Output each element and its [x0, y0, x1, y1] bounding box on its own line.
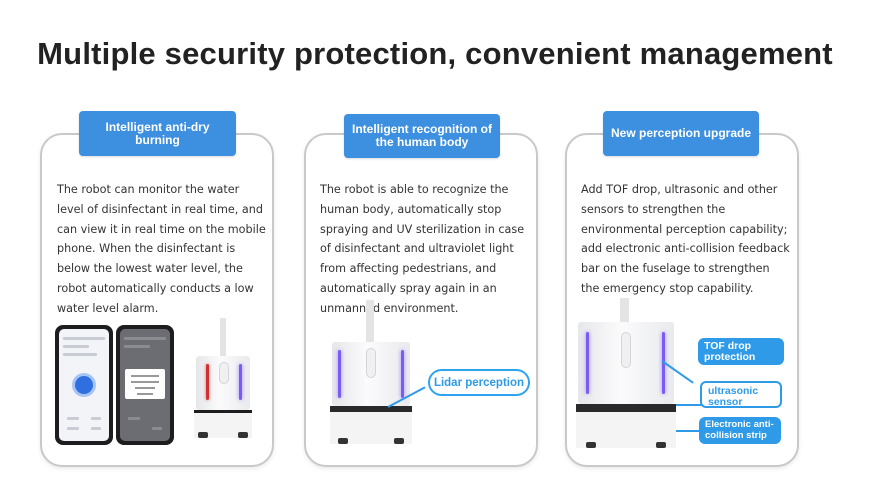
alarm-dialog-icon: [125, 369, 165, 399]
feature-desc-perception-upgrade: Add TOF drop, ultrasonic and other senso…: [581, 183, 790, 295]
collision-pointer-line: [676, 430, 700, 432]
feature-desc-anti-dry-burning: The robot can monitor the water level of…: [57, 183, 266, 315]
robot-image-3: [574, 298, 678, 456]
phone-image: [55, 325, 113, 445]
alarm-button-icon: [72, 373, 96, 397]
phone-alarm-image: [116, 325, 174, 445]
tof-sensor-callout: TOF drop protection sensor: [698, 338, 784, 374]
robot-image-2: [328, 300, 414, 448]
page-title: Multiple security protection, convenient…: [37, 36, 833, 71]
lidar-perception-callout: Lidar perception: [428, 369, 530, 396]
collision-strip-callout: Electronic anti-collision strip: [699, 417, 781, 444]
feature-tag-anti-dry-burning: Intelligent anti-dry burning: [79, 111, 236, 156]
feature-desc-human-recognition: The robot is able to recognize the human…: [320, 183, 525, 315]
feature-tag-perception-upgrade: New perception upgrade: [603, 111, 759, 156]
ultrasonic-sensor-callout: ultrasonic sensor: [700, 381, 782, 408]
feature-tag-human-recognition: Intelligent recognition of the human bod…: [344, 114, 500, 158]
robot-image-1: [190, 318, 256, 440]
ultrasonic-pointer-line: [676, 404, 702, 406]
